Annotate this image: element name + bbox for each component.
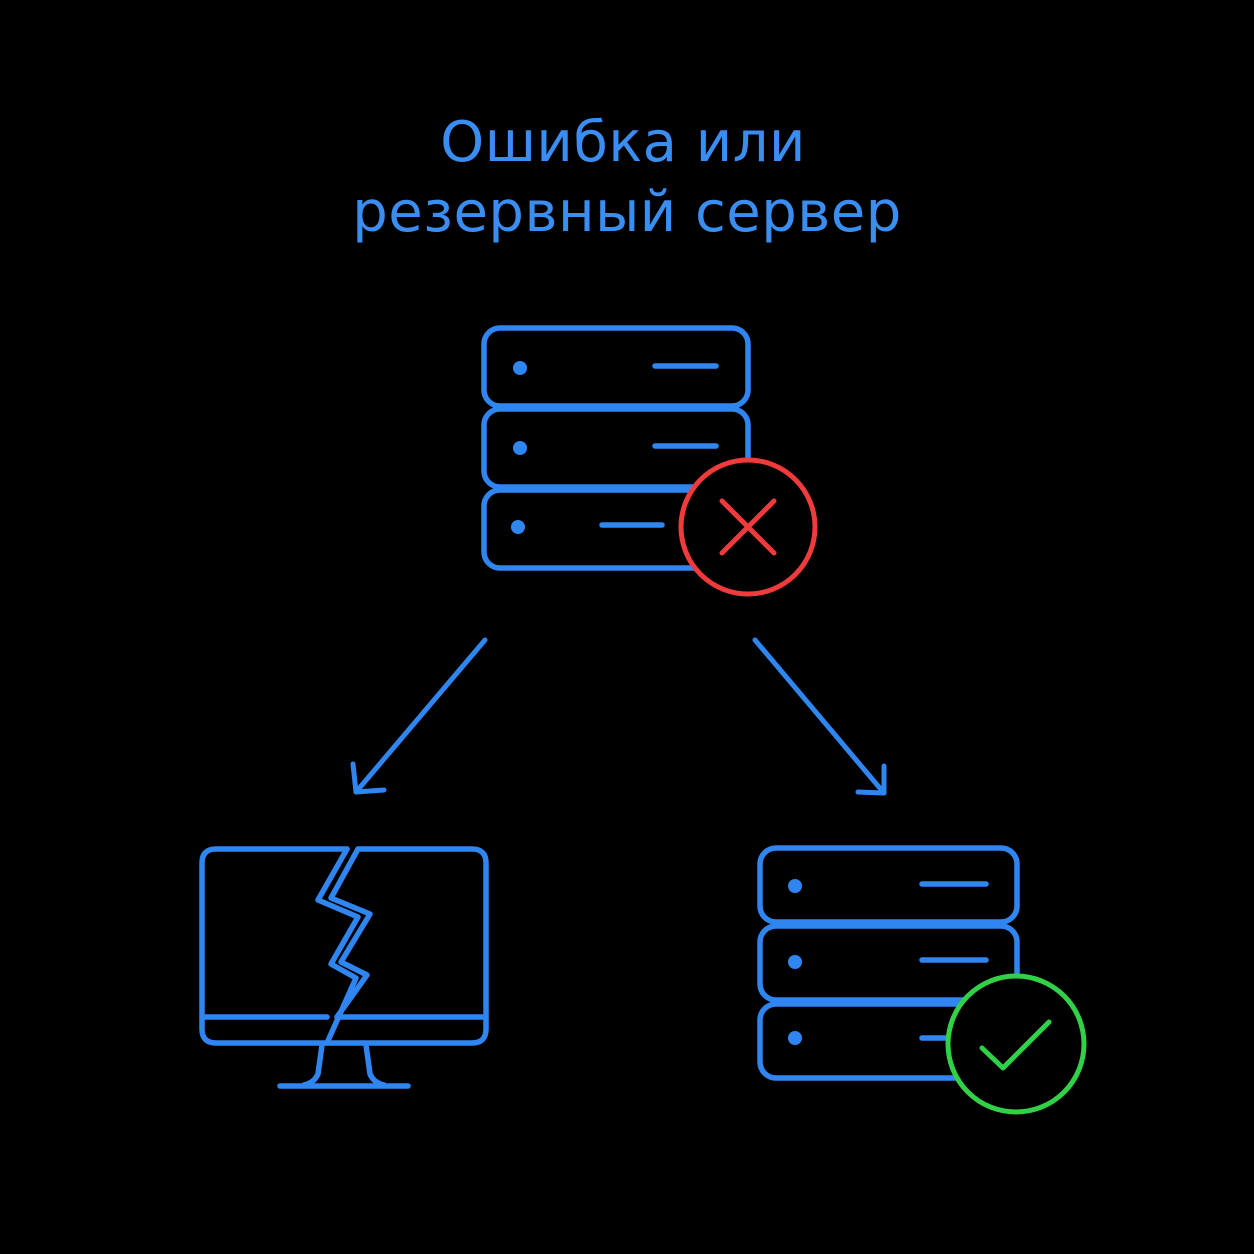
success-check-icon [945, 973, 1087, 1115]
top-server-icon [481, 325, 751, 571]
diagram-title: Ошибка или резервный сервер [0, 108, 1254, 248]
arrow-right-icon [752, 637, 887, 796]
broken-monitor-icon [199, 846, 489, 1089]
title-line-1: Ошибка или [440, 110, 806, 175]
error-x-icon [678, 457, 818, 597]
arrow-left-icon [350, 637, 488, 795]
title-line-2: резервный сервер [352, 180, 902, 245]
